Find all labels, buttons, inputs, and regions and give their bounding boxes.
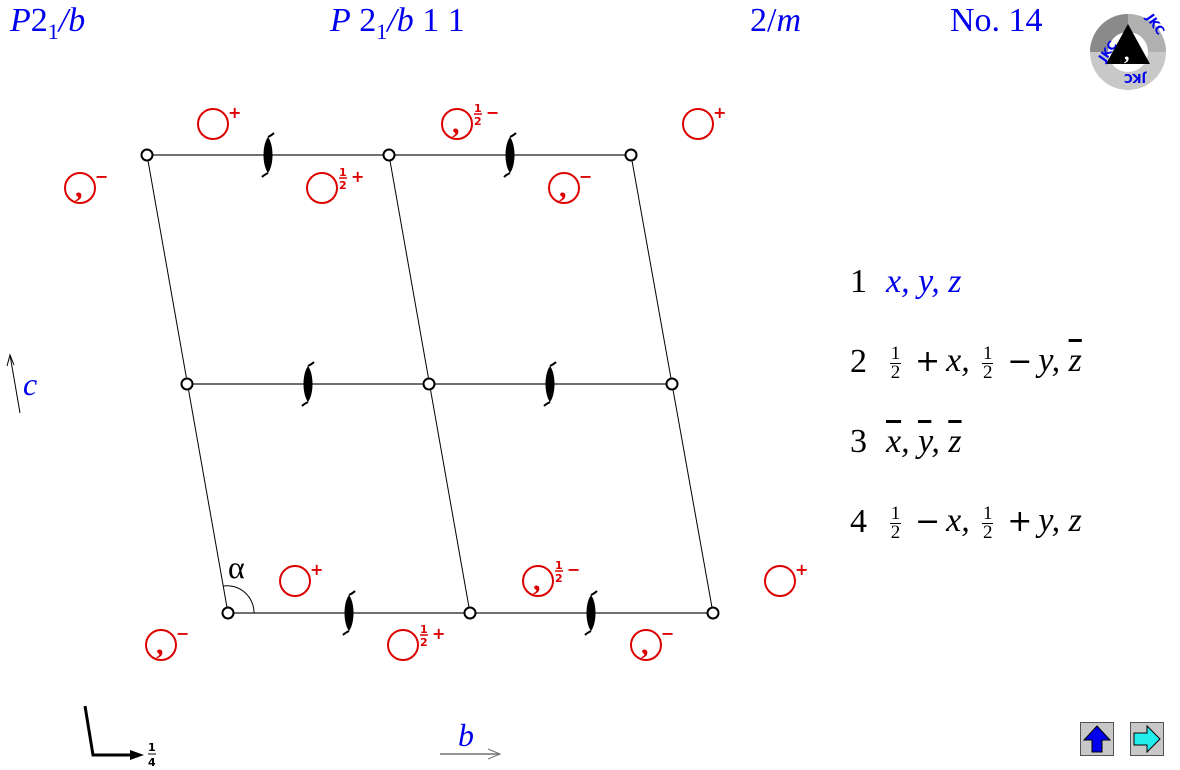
- svg-text:1: 1: [555, 559, 563, 572]
- height-scale-icon: [83, 705, 144, 760]
- svg-text:1: 1: [339, 166, 347, 179]
- alpha-angle-arc: [222, 585, 255, 614]
- b-axis-arrow: [440, 748, 502, 760]
- space-group-number: No. 14: [950, 2, 1043, 39]
- svg-text:−: −: [486, 103, 499, 122]
- svg-text:−: −: [661, 624, 674, 643]
- inversion-centers: [140, 148, 720, 620]
- svg-text:2: 2: [555, 572, 563, 585]
- enantiomorph-position-marker: ,−: [548, 167, 592, 204]
- c-axis-arrow: [6, 353, 21, 414]
- right-arrow-icon: [1133, 724, 1161, 754]
- short-hm-symbol: P21/b: [10, 2, 86, 44]
- up-arrow-icon: [1082, 725, 1112, 753]
- coordinate-expression[interactable]: x, y, z: [886, 423, 962, 460]
- svg-text:+: +: [713, 103, 726, 122]
- position-marker: +: [197, 103, 241, 140]
- svg-text:JKC: JKC: [1124, 71, 1147, 85]
- point-group-symbol: 2/m: [750, 2, 802, 39]
- next-button[interactable]: [1130, 722, 1164, 756]
- enantiomorph-position-marker: ,−: [145, 624, 189, 661]
- enantiomorph-position-marker: ,−: [64, 167, 108, 204]
- svg-text:−: −: [579, 167, 592, 186]
- coordinate-row-3: 3 x, y, z: [850, 423, 962, 460]
- svg-text:1: 1: [474, 102, 482, 115]
- svg-text:+: +: [351, 167, 364, 186]
- coordinate-expression[interactable]: x, y, z: [886, 263, 962, 300]
- enantiomorph-position-marker: ,−: [630, 624, 674, 661]
- svg-text:+: +: [310, 560, 323, 579]
- svg-text:+: +: [228, 103, 241, 122]
- svg-text:2: 2: [339, 179, 347, 192]
- svg-text:,: ,: [156, 628, 164, 661]
- svg-text:,: ,: [533, 564, 541, 597]
- position-marker: +: [682, 103, 726, 140]
- enantiomorph-position-marker: , 12−: [522, 559, 580, 597]
- position-marker: +: [764, 560, 808, 597]
- svg-text:2: 2: [420, 636, 428, 649]
- svg-text:,: ,: [452, 107, 460, 140]
- svg-text:,: ,: [559, 171, 567, 204]
- height-scale-numerator: 1: [148, 741, 156, 754]
- position-marker: +: [279, 560, 323, 597]
- b-axis-label: b: [458, 717, 474, 753]
- screw-axis-symbols: [261, 132, 598, 636]
- position-marker: 12 +: [387, 623, 445, 661]
- coordinate-row-1: 1 x, y, z: [850, 263, 962, 300]
- position-marker: 12 +: [306, 166, 364, 204]
- full-hm-symbol: P 21/b 1 1: [330, 2, 465, 44]
- svg-text:,: ,: [1124, 40, 1130, 65]
- svg-text:,: ,: [641, 628, 649, 661]
- svg-text:1: 1: [420, 623, 428, 636]
- svg-text:−: −: [95, 167, 108, 186]
- svg-text:+: +: [432, 624, 445, 643]
- svg-text:−: −: [176, 624, 189, 643]
- up-button[interactable]: [1080, 722, 1114, 756]
- svg-text:2: 2: [474, 115, 482, 128]
- c-axis-label: c: [23, 366, 37, 402]
- alpha-label: α: [228, 549, 245, 585]
- svg-text:,: ,: [75, 171, 83, 204]
- enantiomorph-position-marker: , 12−: [441, 102, 499, 140]
- svg-text:+: +: [795, 560, 808, 579]
- svg-text:−: −: [567, 560, 580, 579]
- jkc-logo-icon[interactable]: , JKC JKC JKC: [1090, 10, 1167, 90]
- height-scale-denominator: 4: [148, 756, 156, 769]
- general-positions: +,12−+,−12+,−+,12−+,−12+,−: [64, 102, 808, 661]
